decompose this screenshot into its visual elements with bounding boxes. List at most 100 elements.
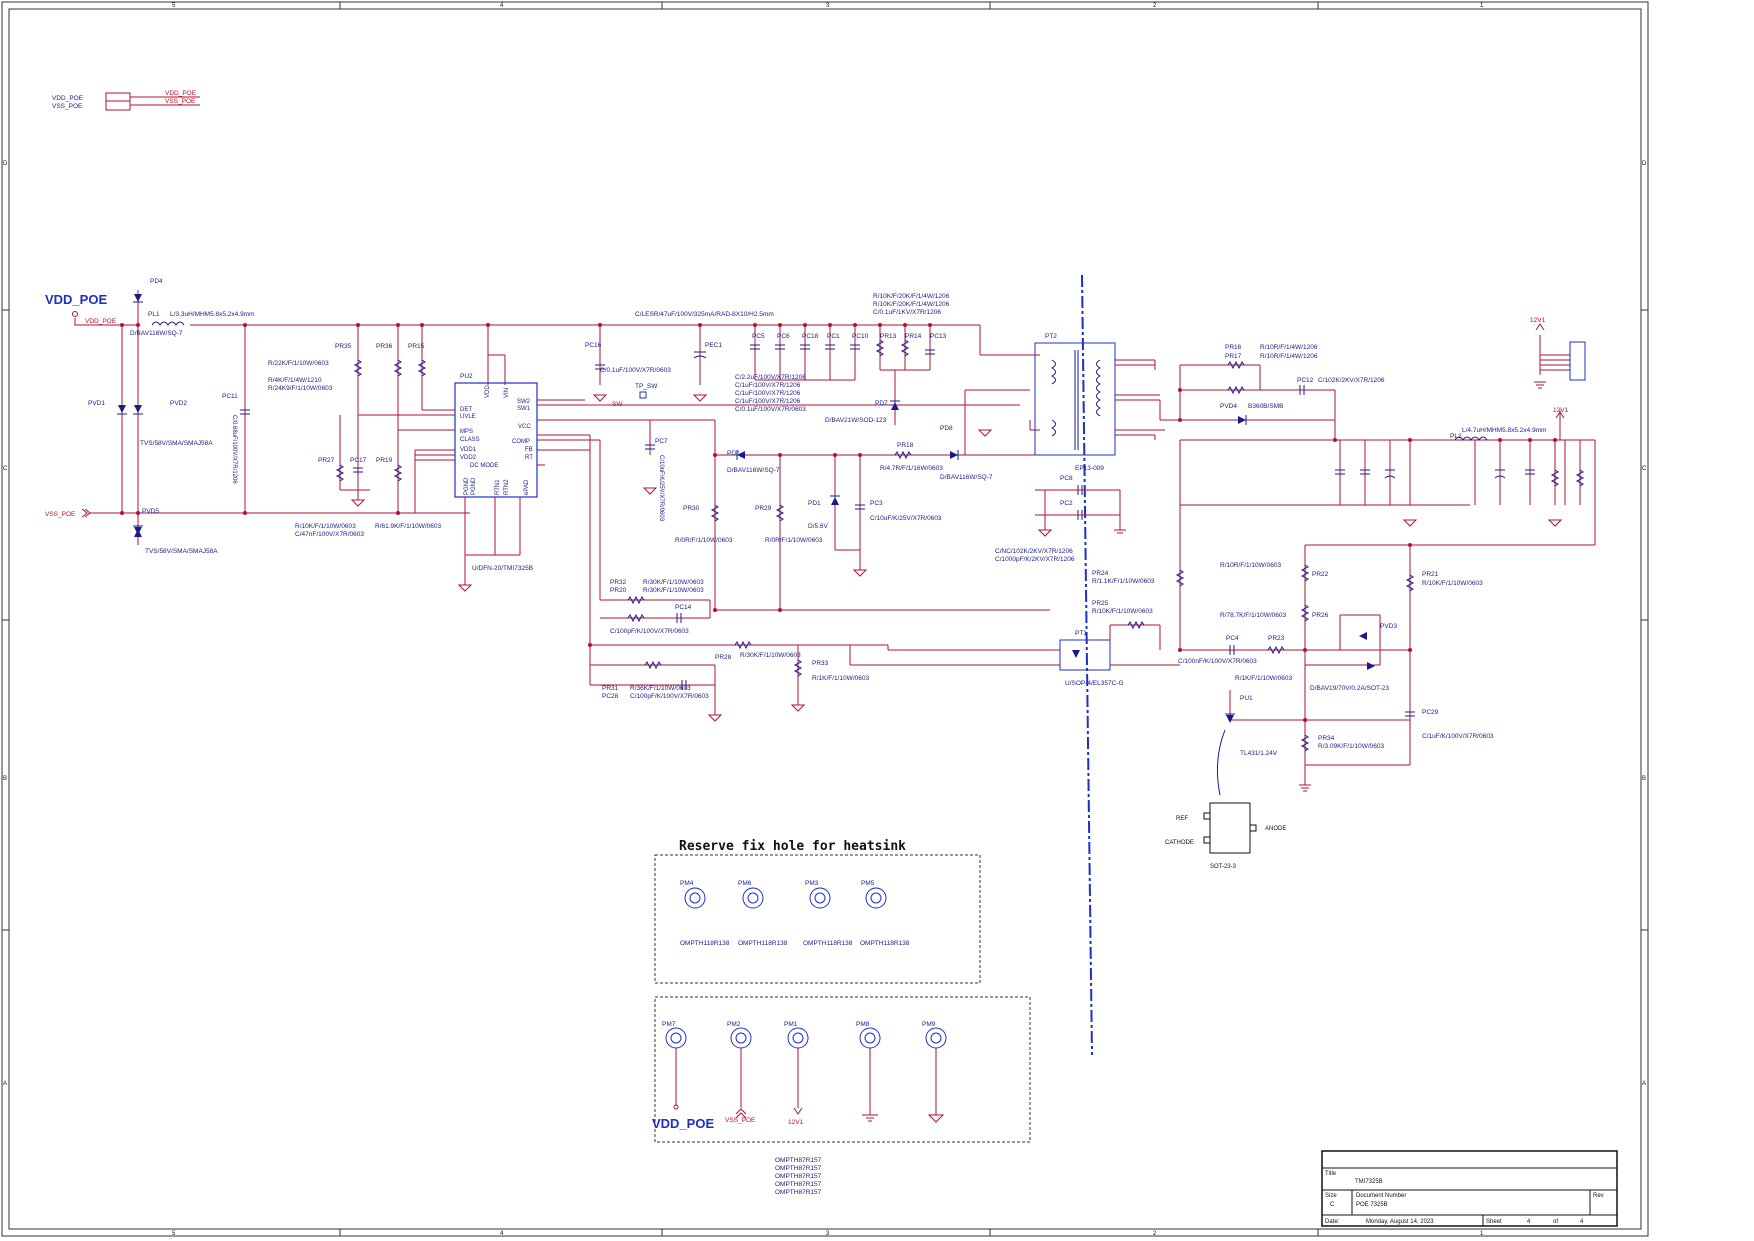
hole-pm1: PM1 12V1 bbox=[784, 1021, 809, 1126]
tl431-pin-anode: ANODE bbox=[1265, 826, 1286, 832]
legend-vdd-label: VDD_POE bbox=[52, 95, 84, 102]
resistor-icon bbox=[335, 464, 345, 482]
value-label: R/1K/F/1/10W/0603 bbox=[1235, 675, 1292, 682]
value-label: C/1uF/100V/X7R/1206 bbox=[735, 390, 801, 397]
ref-label: PD8 bbox=[940, 425, 953, 432]
ref-label: PR30 bbox=[683, 505, 700, 512]
ref-label: PR17 bbox=[1225, 353, 1242, 360]
date-label: Date: bbox=[1325, 1219, 1340, 1225]
value-label: C/2.2uF/100V/X7R/1206 bbox=[735, 374, 806, 381]
ref-label: PR22 bbox=[1312, 571, 1329, 578]
ref-label: PU1 bbox=[1240, 695, 1253, 702]
value-label: C/100pF/K/100V/X7R/0603 bbox=[610, 628, 689, 635]
row-markers: D C B A D C B A bbox=[3, 161, 1647, 1087]
row-marker: A bbox=[3, 1081, 7, 1087]
ref-label: PC6 bbox=[777, 333, 790, 340]
hole-pm8: PM8 bbox=[856, 1021, 881, 1122]
ref-label: PR25 bbox=[1092, 600, 1109, 607]
arrow-up-icon bbox=[1535, 323, 1545, 331]
ref-label: PR27 bbox=[318, 457, 335, 464]
ground-icon bbox=[692, 394, 708, 402]
resistor-icon bbox=[1550, 469, 1560, 487]
resistor-icon bbox=[353, 359, 363, 377]
ic-pin-left: DET bbox=[460, 407, 472, 413]
col-marker: 5 bbox=[172, 3, 176, 9]
value-label: R/4.7R/F/1/16W/0603 bbox=[880, 465, 943, 472]
value-label: R/0R/F/1/10W/0603 bbox=[765, 537, 823, 544]
value-label: C/LESR/47uF/100V/325mA/RAD-8X10/H2.5mm bbox=[635, 311, 774, 318]
ref-label: PR19 bbox=[376, 457, 393, 464]
v12-net-label: 12V1 bbox=[1530, 317, 1546, 324]
value-label: C/1uF/100V/X7R/1206 bbox=[735, 398, 801, 405]
doc-number: POE 7325B bbox=[1356, 1202, 1388, 1208]
zener-icon bbox=[831, 497, 839, 505]
sheet-total: 4 bbox=[1580, 1219, 1584, 1225]
resistor-icon bbox=[1300, 734, 1310, 752]
value-label: C/0.1uF/100V/X7R/0603 bbox=[735, 406, 806, 413]
value-label: B360B/SMB bbox=[1248, 403, 1283, 410]
ref-label: PC8 bbox=[1060, 475, 1073, 482]
ref-label: PR28 bbox=[715, 654, 732, 661]
hole-ref: PM8 bbox=[856, 1021, 870, 1028]
resistor-icon bbox=[775, 504, 785, 522]
ref-label: PVD2 bbox=[170, 400, 187, 407]
ref-label: PC12 bbox=[1297, 377, 1314, 384]
value-label: U/SOP-4/EL357C-G bbox=[1065, 680, 1124, 687]
col-marker: 4 bbox=[500, 3, 504, 9]
ground-icon bbox=[642, 487, 658, 495]
hole-value: OMPTH87R157 bbox=[775, 1165, 822, 1172]
value-label: R/10K/F/20K/F/1/4W/1206 bbox=[873, 301, 950, 308]
value-label: D/BAV116W/SQ-7 bbox=[940, 474, 993, 481]
row-marker: C bbox=[3, 466, 8, 472]
ref-label: PD7 bbox=[875, 400, 888, 407]
ref-label: PC29 bbox=[1422, 709, 1439, 716]
ic-pin-bottom: RTN2 bbox=[504, 479, 510, 495]
ref-label: PC5 bbox=[752, 333, 765, 340]
ref-label: PVD3 bbox=[1380, 623, 1397, 630]
value-label: C/10uF/K/25V/X7R/0603 bbox=[870, 515, 942, 522]
arrow-up-icon bbox=[1555, 411, 1565, 419]
ic-pin-bottom: PGND bbox=[471, 477, 477, 495]
junction-dots bbox=[120, 323, 1557, 722]
value-label: R/0R/F/1/10W/0603 bbox=[675, 537, 733, 544]
ground-icon bbox=[1534, 381, 1546, 389]
value-label: C/1uF/K/100V/X7R/0603 bbox=[1422, 733, 1494, 740]
value-label: D/5.6V bbox=[808, 523, 829, 530]
value-label: D/BAV116W/SQ-7 bbox=[727, 467, 780, 474]
hole-value: OMPTH87R157 bbox=[775, 1189, 822, 1196]
ref-label: PL1 bbox=[148, 311, 160, 318]
capacitor-icon bbox=[1335, 469, 1535, 479]
ref-label: PR15 bbox=[408, 343, 425, 350]
ref-label: PVD1 bbox=[88, 400, 105, 407]
ref-label: PC11 bbox=[222, 393, 238, 400]
ref-label: PR33 bbox=[812, 660, 829, 667]
title-block: Title TMI7325B Size C Document Number PO… bbox=[1321, 1150, 1618, 1227]
ref-label: PR13 bbox=[880, 333, 897, 340]
hole-net: 12V1 bbox=[788, 1119, 804, 1126]
ground-icon bbox=[1402, 519, 1418, 527]
ref-label: PC14 bbox=[675, 604, 692, 611]
value-label: R/3.09K/F/1/10W/0603 bbox=[1318, 743, 1385, 750]
test-point-icon bbox=[639, 391, 647, 399]
value-label: R/10R/F/1/4W/1206 bbox=[1260, 344, 1318, 351]
heatsink-holes-box bbox=[654, 854, 981, 984]
col-marker: 1 bbox=[1480, 1231, 1484, 1237]
ref-label: PR29 bbox=[755, 505, 772, 512]
ic-pin-top: VDD bbox=[485, 385, 491, 398]
ref-label: PC3 bbox=[870, 500, 883, 507]
ground-icon bbox=[1547, 519, 1563, 527]
ref-label: PEC1 bbox=[705, 342, 722, 349]
resistor-icon bbox=[1227, 385, 1245, 395]
sheet-label: Sheet bbox=[1486, 1219, 1502, 1225]
hole-ref: PM6 bbox=[738, 880, 752, 887]
ref-label: PT1 bbox=[1075, 630, 1087, 637]
value-label: R/36K/F/1/10W/0603 bbox=[630, 685, 691, 692]
value-label: R/10K/F/20K/F/1/4W/1206 bbox=[873, 293, 950, 300]
ground-icon bbox=[1037, 529, 1053, 537]
vss-poe-port-icon bbox=[81, 508, 91, 518]
tvs-diode-icon bbox=[117, 294, 143, 537]
tl431-package: SOT-23-3 bbox=[1210, 864, 1237, 870]
ic-pin-left: VDD2 bbox=[460, 455, 477, 461]
row-marker: D bbox=[3, 161, 8, 167]
ref-label: PC4 bbox=[1226, 635, 1239, 642]
